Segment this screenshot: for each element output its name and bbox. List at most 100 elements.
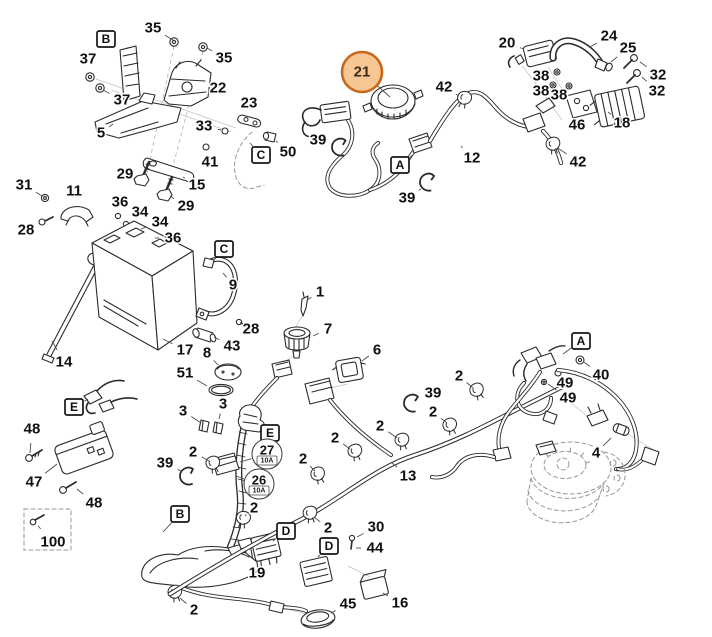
svg-text:39: 39 [425,385,442,402]
part-callout-39[interactable]: 39 [397,188,422,208]
svg-text:14: 14 [56,354,73,371]
part-callout-44[interactable]: 44 [356,538,385,558]
part-callout-2[interactable]: 2 [453,366,474,389]
part-callout-29[interactable]: 29 [115,164,135,184]
part-callout-2[interactable]: 2 [313,516,334,538]
part-callout-12[interactable]: 12 [460,145,482,168]
part-callout-16[interactable]: 16 [382,592,410,613]
svg-text:42: 42 [436,79,453,96]
svg-text:26: 26 [252,473,266,488]
part-callout-2[interactable]: 2 [244,498,260,518]
part-callout-6[interactable]: 6 [361,340,383,362]
part-callout-2[interactable]: 2 [179,597,200,620]
part-callout-39[interactable]: 39 [423,383,443,403]
part-callout-33[interactable]: 33 [194,116,222,136]
part-callout-43[interactable]: 43 [213,336,242,356]
part-callout-20[interactable]: 20 [497,33,525,53]
part-callout-35[interactable]: 35 [206,47,234,68]
section-ref-D[interactable]: D [272,522,296,542]
part-callout-9[interactable]: 9 [222,272,239,295]
part-callout-34[interactable]: 34 [130,202,150,222]
svg-text:41: 41 [202,154,219,171]
part-callout-37[interactable]: 37 [102,89,132,110]
part-callout-46[interactable]: 46 [567,115,587,135]
selected-part-callout-21[interactable]: 21 [340,50,391,98]
part-callout-31[interactable]: 31 [14,175,43,197]
section-ref-A[interactable]: A [562,332,591,355]
part-callout-42[interactable]: 42 [434,77,460,97]
part-callout-32[interactable]: 32 [639,61,668,85]
svg-text:28: 28 [18,222,35,239]
part-callout-30[interactable]: 30 [356,517,386,538]
section-ref-B[interactable]: B [96,30,116,48]
part-callout-47[interactable]: 47 [24,463,58,492]
part-callout-100[interactable]: 100 [37,525,67,552]
section-ref-D[interactable]: D [317,537,339,558]
svg-text:49: 49 [560,390,577,407]
part-callout-41[interactable]: 41 [200,152,220,172]
section-ref-C[interactable]: C [249,142,271,164]
svg-text:34: 34 [152,214,169,231]
part-callout-36[interactable]: 36 [110,192,130,212]
part-callout-42[interactable]: 42 [557,147,588,172]
part-callout-32[interactable]: 32 [641,76,667,101]
part-callout-2[interactable]: 2 [297,449,316,472]
part-callout-35[interactable]: 35 [143,18,174,41]
part-callout-37[interactable]: 37 [78,49,98,69]
part-callout-23[interactable]: 23 [239,93,259,113]
section-ref-A[interactable]: A [390,153,415,174]
part-callout-34[interactable]: 34 [140,212,170,232]
part-callout-45[interactable]: 45 [330,594,358,614]
part-callout-28[interactable]: 28 [16,220,36,240]
svg-text:34: 34 [132,204,149,221]
part-callout-48[interactable]: 48 [76,488,104,513]
part-callout-5[interactable]: 5 [95,123,114,143]
part-callout-28[interactable]: 28 [241,319,261,339]
part-callout-36[interactable]: 36 [155,228,183,248]
section-ref-E[interactable]: E [64,398,89,416]
svg-text:2: 2 [455,368,463,385]
part-callout-15[interactable]: 15 [182,175,207,195]
part-callout-3[interactable]: 3 [177,401,202,424]
part-callout-4[interactable]: 4 [590,437,612,463]
part-callout-2[interactable]: 2 [374,416,398,439]
part-callout-18[interactable]: 18 [607,111,632,133]
part-callout-8[interactable]: 8 [201,343,219,366]
svg-text:E: E [266,426,274,440]
part-callout-7[interactable]: 7 [312,319,334,339]
regulator-art [507,37,646,128]
part-callout-14[interactable]: 14 [51,340,74,372]
part-callout-17[interactable]: 17 [162,338,195,360]
part-callout-38[interactable]: 38 [531,81,551,101]
part-callout-2[interactable]: 2 [187,442,210,462]
part-callout-24[interactable]: 24 [589,26,619,48]
part-callout-38[interactable]: 38 [531,66,551,86]
part-callout-49[interactable]: 49 [547,383,578,408]
part-callout-13[interactable]: 13 [391,462,418,486]
part-callout-39[interactable]: 39 [155,453,182,473]
section-ref-E[interactable]: E [260,424,280,442]
part-callout-2[interactable]: 2 [427,402,448,424]
part-callout-11[interactable]: 11 [65,181,84,201]
part-callout-22[interactable]: 22 [208,78,228,98]
part-callout-50[interactable]: 50 [275,140,298,162]
part-callout-38[interactable]: 38 [549,85,569,105]
svg-text:13: 13 [400,468,417,485]
part-callout-2[interactable]: 2 [329,428,351,450]
part-callout-39[interactable]: 39 [308,130,328,150]
part-callout-51[interactable]: 51 [175,363,208,387]
svg-text:100: 100 [40,534,65,551]
section-ref-B[interactable]: B [162,505,190,533]
part-callout-25[interactable]: 25 [610,38,638,63]
part-callout-48[interactable]: 48 [22,419,42,454]
part-callout-29[interactable]: 29 [169,195,196,216]
part-callout-3[interactable]: 3 [217,394,229,420]
section-ref-C[interactable]: C [212,240,234,262]
part-callout-49[interactable]: 49 [555,373,575,393]
part-callout-1[interactable]: 1 [306,282,326,302]
part-callout-19[interactable]: 19 [247,563,267,583]
part-callout-40[interactable]: 40 [583,361,611,385]
